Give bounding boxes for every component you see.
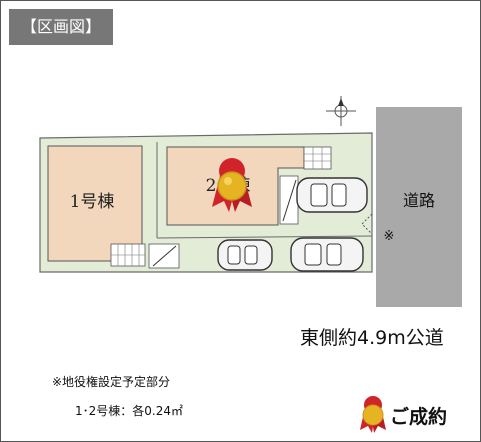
- car-icon: [290, 237, 364, 272]
- road-label: 道路: [403, 191, 435, 210]
- car-icon: [217, 239, 273, 271]
- status-badge: ご成約: [360, 393, 447, 437]
- lot-boundary-2: [156, 235, 373, 239]
- award-medal-icon: [360, 396, 386, 433]
- building-2-entrance: [279, 146, 332, 225]
- road-caption: 東側約4.9m公道: [300, 327, 444, 349]
- road-strip: [376, 107, 462, 307]
- status-badge-label: ご成約: [390, 405, 448, 428]
- easement-area-note: 1･2号棟：各0.24㎡: [75, 404, 183, 418]
- award-medal-icon: [212, 158, 252, 212]
- section-tag: 【区画図】: [9, 9, 113, 45]
- building-1-label: 1号棟: [70, 192, 115, 212]
- building-1-entrance: [110, 243, 180, 269]
- easement-mark: ※: [384, 229, 395, 244]
- car-icon: [296, 177, 368, 213]
- building-1: [47, 145, 143, 262]
- easement-area: [361, 213, 373, 235]
- compass-north-icon: [326, 96, 356, 126]
- easement-note: ※地役権設定予定部分: [52, 375, 171, 389]
